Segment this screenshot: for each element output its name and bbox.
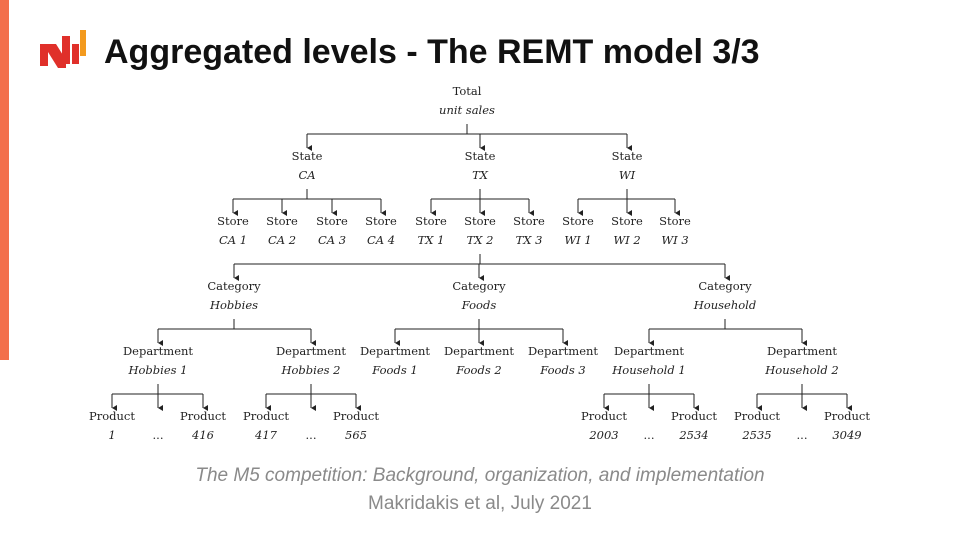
company-logo-icon — [40, 30, 86, 68]
slide-title: Aggregated levels - The REMT model 3/3 — [104, 33, 760, 71]
state-node-label: State — [292, 149, 323, 163]
product-node-value: 416 — [191, 428, 214, 442]
product-node-label: Product — [671, 409, 717, 423]
department-node-label: Department — [528, 344, 598, 358]
store-node-label: Store — [217, 214, 249, 228]
category-node-label: Category — [698, 279, 752, 293]
state-node-label: State — [612, 149, 643, 163]
store-node-label: Store — [611, 214, 643, 228]
product-node-label: Product — [180, 409, 226, 423]
product-node-value: 1 — [108, 428, 115, 442]
product-node-label: Product — [824, 409, 870, 423]
logo-bar-2 — [48, 44, 66, 68]
logo-bar-5 — [80, 30, 86, 56]
diagram-connectors — [111, 124, 852, 411]
department-node-label: Department — [614, 344, 684, 358]
store-node-value: CA 2 — [268, 233, 296, 247]
product-node-label: Product — [89, 409, 135, 423]
state-node-label: State — [465, 149, 496, 163]
product-ellipsis: ... — [644, 428, 655, 442]
department-node-label: Department — [276, 344, 346, 358]
department-node-value: Household 1 — [611, 363, 685, 377]
store-node-value: TX 2 — [467, 233, 494, 247]
product-node-value: 2535 — [741, 428, 771, 442]
logo-bar-1 — [40, 44, 48, 66]
accent-bar — [0, 0, 9, 360]
logo-bar-4 — [72, 44, 79, 64]
state-node-value: TX — [472, 168, 489, 182]
department-node-label: Department — [360, 344, 430, 358]
product-node-label: Product — [581, 409, 627, 423]
store-node-label: Store — [659, 214, 691, 228]
category-node-label: Category — [452, 279, 506, 293]
product-node-value: 2003 — [588, 428, 618, 442]
department-node-value: Hobbies 1 — [127, 363, 187, 377]
citation-title: The M5 competition: Background, organiza… — [195, 465, 765, 486]
product-node-value: 565 — [345, 428, 367, 442]
product-ellipsis: ... — [306, 428, 317, 442]
department-node-label: Department — [444, 344, 514, 358]
store-node-label: Store — [513, 214, 545, 228]
root-node-label: Total — [453, 84, 482, 98]
store-node-label: Store — [365, 214, 397, 228]
store-node-value: WI 1 — [564, 233, 591, 247]
store-node-value: WI 3 — [661, 233, 688, 247]
store-node-label: Store — [316, 214, 348, 228]
category-node-value: Foods — [461, 298, 497, 312]
department-node-value: Household 2 — [764, 363, 838, 377]
store-node-label: Store — [464, 214, 496, 228]
category-node-value: Hobbies — [209, 298, 258, 312]
department-node-value: Hobbies 2 — [280, 363, 340, 377]
store-node-value: WI 2 — [613, 233, 640, 247]
department-node-label: Department — [123, 344, 193, 358]
store-node-value: CA 3 — [318, 233, 346, 247]
department-node-value: Foods 3 — [539, 363, 585, 377]
product-node-value: 3049 — [832, 428, 861, 442]
product-node-label: Product — [243, 409, 289, 423]
department-node-label: Department — [767, 344, 837, 358]
store-node-label: Store — [562, 214, 594, 228]
store-node-value: CA 1 — [219, 233, 247, 247]
store-node-value: TX 3 — [516, 233, 543, 247]
product-ellipsis: ... — [153, 428, 164, 442]
product-node-label: Product — [734, 409, 780, 423]
store-node-label: Store — [266, 214, 298, 228]
state-node-value: WI — [619, 168, 636, 182]
store-node-value: TX 1 — [418, 233, 445, 247]
product-ellipsis: ... — [797, 428, 808, 442]
department-node-value: Foods 1 — [371, 363, 417, 377]
store-node-label: Store — [415, 214, 447, 228]
department-node-value: Foods 2 — [455, 363, 501, 377]
category-node-value: Household — [693, 298, 756, 312]
logo-bar-3 — [62, 36, 70, 64]
accent-bar-tip — [0, 340, 9, 360]
store-node-value: CA 4 — [367, 233, 395, 247]
category-node-label: Category — [207, 279, 261, 293]
product-node-label: Product — [333, 409, 379, 423]
product-node-value: 2534 — [678, 428, 708, 442]
state-node-value: CA — [298, 168, 315, 182]
root-node-value: unit sales — [439, 103, 495, 117]
product-node-value: 417 — [254, 428, 278, 442]
citation-authors: Makridakis et al, July 2021 — [368, 493, 592, 514]
